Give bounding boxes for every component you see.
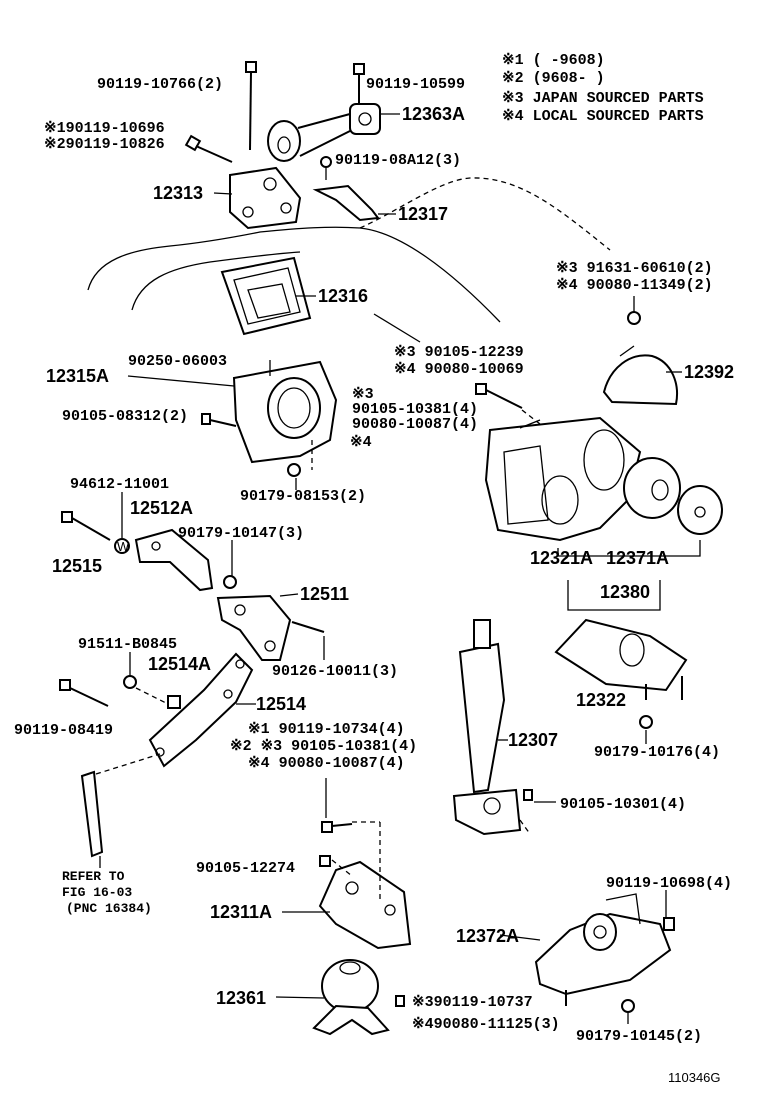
label-12512A: 12512A — [130, 498, 193, 518]
label-90119-10826: ※290119-10826 — [44, 136, 165, 153]
part-12371A-bushing — [623, 457, 681, 519]
label-12322: 12322 — [576, 690, 626, 710]
notes-legend: ※1 ( -9608) ※2 (9608- ) ※3 JAPAN SOURCED… — [502, 52, 704, 125]
note-3: ※3 JAPAN SOURCED PARTS — [502, 90, 704, 107]
label-90080-10087-b: ※4 90080-10087(4) — [248, 755, 405, 772]
label-91631-60610: ※3 91631-60610(2) — [556, 260, 713, 277]
part-12307-mount-shaft — [452, 619, 533, 836]
label-90119-10734: ※1 90119-10734(4) — [248, 721, 405, 738]
label-note-4-marker: ※4 — [350, 434, 372, 451]
label-90105-10381-b: ※2 ※3 90105-10381(4) — [230, 738, 417, 755]
figure-code: 110346G — [668, 1070, 721, 1085]
label-fig-16-03: FIG 16-03 — [62, 885, 132, 900]
part-12317-plate — [312, 156, 380, 222]
label-12514: 12514 — [256, 694, 306, 714]
leader-lines — [99, 113, 682, 1024]
label-90080-10069: ※4 90080-10069 — [394, 361, 524, 378]
label-90080-11125: ※490080-11125(3) — [412, 1016, 560, 1033]
part-12363A-torque-rod — [184, 61, 381, 163]
part-12380-washer — [557, 485, 723, 611]
label-91511-B0845: 91511-B0845 — [78, 636, 177, 653]
label-12392: 12392 — [684, 362, 734, 382]
label-90179-10147: 90179-10147(3) — [178, 525, 304, 542]
engine-block-outline — [87, 177, 611, 323]
label-90119-10698: 90119-10698(4) — [606, 875, 732, 892]
label-12307: 12307 — [508, 730, 558, 750]
label-90080-11349: ※4 90080-11349(2) — [556, 277, 713, 294]
part-number-labels: 90119-10766(2) 90119-10599 12363A ※19011… — [14, 76, 734, 1085]
part-12311A-bracket — [318, 778, 412, 950]
part-12392-cover — [602, 296, 678, 406]
label-12380: 12380 — [600, 582, 650, 602]
washer-mark: W — [117, 539, 130, 554]
label-90105-10301: 90105-10301(4) — [560, 796, 686, 813]
label-90119-08419: 90119-08419 — [14, 722, 113, 739]
part-12316-frame — [220, 256, 312, 336]
label-90126-10011: 90126-10011(3) — [272, 663, 398, 680]
label-12363A: 12363A — [402, 104, 465, 124]
note-2: ※2 (9608- ) — [502, 70, 605, 87]
label-12511: 12511 — [300, 584, 349, 604]
label-90179-08153: 90179-08153(2) — [240, 488, 366, 505]
note-1: ※1 ( -9608) — [502, 52, 605, 69]
label-refer-to: REFER TO — [62, 869, 125, 884]
label-90105-12239: ※3 90105-12239 — [394, 344, 524, 361]
part-12514-stay — [59, 652, 254, 858]
label-12361: 12361 — [216, 988, 266, 1008]
label-note-3-marker: ※3 — [352, 386, 374, 403]
part-12322-mount — [554, 618, 688, 729]
note-4: ※4 LOCAL SOURCED PARTS — [502, 108, 704, 125]
part-12313-bracket — [229, 166, 302, 230]
label-90119-10737: ※390119-10737 — [412, 994, 533, 1011]
label-90105-12274: 90105-12274 — [196, 860, 295, 877]
part-12315A-housing — [201, 360, 338, 477]
label-90119-10696: ※190119-10696 — [44, 120, 165, 137]
label-12371A: 12371A — [606, 548, 669, 568]
label-12514A: 12514A — [148, 654, 211, 674]
label-12515: 12515 — [52, 556, 102, 576]
label-90179-10145: 90179-10145(2) — [576, 1028, 702, 1045]
label-90105-08312: 90105-08312(2) — [62, 408, 188, 425]
part-12321A-transmission-case — [475, 383, 642, 542]
label-12317: 12317 — [398, 204, 448, 224]
label-12311A: 12311A — [210, 902, 272, 922]
label-94612-11001: 94612-11001 — [70, 476, 169, 493]
label-12316: 12316 — [318, 286, 368, 306]
label-90119-10599: 90119-10599 — [366, 76, 465, 93]
label-pnc-16384: (PNC 16384) — [66, 901, 152, 916]
label-90105-10381: 90105-10381(4) — [352, 401, 478, 418]
label-12372A: 12372A — [456, 926, 519, 946]
label-12313: 12313 — [153, 183, 203, 203]
part-12511-bracket — [216, 594, 325, 661]
label-12315A: 12315A — [46, 366, 109, 386]
part-12372A-mount — [534, 893, 675, 1013]
part-12512A-bracket: W — [61, 511, 237, 592]
label-90080-10087: 90080-10087(4) — [352, 416, 478, 433]
label-90119-08A12: 90119-08A12(3) — [335, 152, 461, 169]
label-90250-06003: 90250-06003 — [128, 353, 227, 370]
label-90119-10766: 90119-10766(2) — [97, 76, 223, 93]
label-12321A: 12321A — [530, 548, 593, 568]
label-90179-10176: 90179-10176(4) — [594, 744, 720, 761]
part-12361-insulator — [312, 959, 405, 1036]
